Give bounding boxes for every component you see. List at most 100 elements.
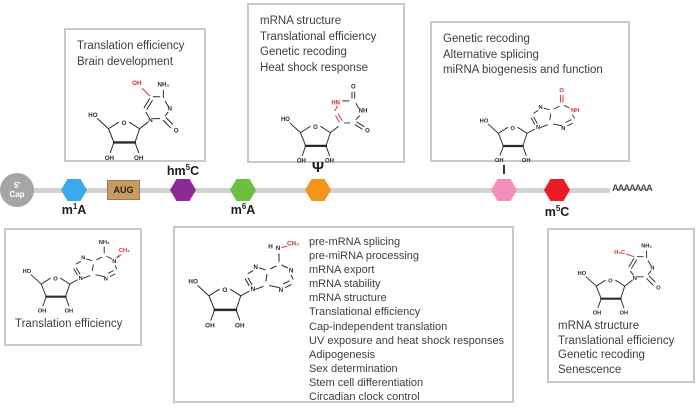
function-item: Alternative splicing bbox=[443, 48, 539, 61]
svg-text:HO: HO bbox=[188, 279, 198, 286]
svg-text:OH: OH bbox=[495, 158, 504, 164]
svg-text:OH: OH bbox=[205, 323, 215, 330]
svg-text:O: O bbox=[122, 120, 127, 127]
marker-hm5c-hexagon bbox=[170, 179, 196, 201]
label-hm5c: hm5C bbox=[166, 163, 200, 179]
function-item: mRNA structure bbox=[558, 320, 640, 332]
function-item: mRNA structure bbox=[309, 292, 387, 305]
svg-text:O: O bbox=[510, 125, 515, 131]
svg-text:+: + bbox=[117, 254, 121, 260]
function-item: Senescence bbox=[558, 363, 622, 376]
svg-text:HO: HO bbox=[23, 269, 32, 275]
label-m5c: m5C bbox=[544, 204, 570, 220]
svg-text:N: N bbox=[253, 264, 258, 271]
svg-text:O: O bbox=[54, 277, 59, 283]
svg-text:NH: NH bbox=[571, 108, 579, 114]
svg-text:HO: HO bbox=[480, 118, 489, 124]
label-m6a: m6A bbox=[230, 202, 256, 218]
svg-text:H: H bbox=[268, 243, 273, 250]
marker-m6a-hexagon bbox=[230, 179, 256, 201]
function-item: pre-mRNA splicing bbox=[309, 236, 401, 248]
svg-text:OH: OH bbox=[522, 158, 531, 164]
svg-text:HO: HO bbox=[281, 117, 290, 123]
svg-text:O: O bbox=[174, 127, 179, 134]
marker-inosine-hexagon bbox=[491, 179, 517, 201]
svg-text:N: N bbox=[104, 277, 108, 283]
function-item: Translational efficiency bbox=[309, 306, 421, 319]
start-codon-aug: AUG bbox=[107, 180, 140, 200]
svg-text:CH₃: CH₃ bbox=[119, 248, 129, 254]
poly-a-tail: AAAAAAA bbox=[612, 183, 653, 194]
svg-text:OH: OH bbox=[105, 155, 115, 162]
svg-text:NH: NH bbox=[359, 108, 368, 114]
function-item: Heat shock response bbox=[260, 61, 369, 74]
svg-text:HO: HO bbox=[88, 112, 97, 119]
svg-text:OH: OH bbox=[38, 309, 47, 315]
function-item: Translational efficiency bbox=[260, 30, 377, 43]
function-item: pre-miRNA processing bbox=[309, 250, 420, 263]
svg-text:N: N bbox=[276, 245, 281, 252]
function-item: Genetic recoding bbox=[260, 46, 347, 58]
function-item: Circadian clock control bbox=[309, 391, 420, 404]
svg-text:N: N bbox=[251, 286, 256, 293]
svg-text:H₃C: H₃C bbox=[615, 250, 626, 256]
function-item: Cap-independent translation bbox=[309, 320, 448, 333]
svg-text:N: N bbox=[79, 276, 83, 282]
svg-text:OH: OH bbox=[235, 323, 245, 330]
function-item: Genetic recoding bbox=[558, 349, 645, 361]
function-item: mRNA export bbox=[309, 264, 375, 277]
svg-text:O: O bbox=[657, 285, 662, 291]
svg-text:N: N bbox=[289, 268, 294, 275]
svg-text:N: N bbox=[651, 265, 655, 271]
label-m1a: m1A bbox=[61, 202, 87, 218]
function-item: Translation efficiency bbox=[77, 40, 185, 52]
function-item: mRNA stability bbox=[309, 278, 381, 291]
svg-text:HO: HO bbox=[578, 271, 587, 277]
svg-text:O: O bbox=[559, 87, 564, 93]
svg-text:N: N bbox=[633, 276, 637, 282]
marker-m1a-hexagon bbox=[61, 179, 87, 201]
label-psi: Ψ bbox=[311, 159, 325, 176]
svg-text:OH: OH bbox=[593, 311, 602, 317]
five-prime-cap: 5' Cap bbox=[0, 173, 34, 207]
svg-text:N: N bbox=[81, 256, 85, 262]
svg-text:CH₃: CH₃ bbox=[287, 240, 299, 247]
svg-text:OH: OH bbox=[325, 159, 334, 165]
svg-text:NH₂: NH₂ bbox=[99, 240, 110, 246]
svg-text:O: O bbox=[365, 129, 370, 135]
function-item: Genetic recoding bbox=[443, 33, 530, 45]
function-item: Brain development bbox=[77, 55, 173, 68]
svg-text:OH: OH bbox=[620, 311, 629, 317]
svg-text:N: N bbox=[148, 117, 153, 124]
svg-text:N: N bbox=[113, 259, 117, 265]
marker-m5c-hexagon bbox=[544, 179, 570, 201]
cap-label-cap: Cap bbox=[9, 190, 25, 199]
cap-label-5prime: 5' bbox=[13, 181, 21, 190]
function-item: miRNA biogenesis and function bbox=[443, 64, 603, 76]
svg-text:NH₂: NH₂ bbox=[157, 82, 169, 89]
svg-text:N: N bbox=[536, 125, 540, 131]
marker-psi-hexagon bbox=[305, 179, 331, 201]
svg-text:N: N bbox=[279, 287, 284, 294]
svg-text:N: N bbox=[168, 105, 173, 112]
function-item: Adipogenesis bbox=[309, 348, 376, 361]
function-item: Translation efficiency bbox=[15, 318, 123, 330]
function-item: Sex determination bbox=[309, 362, 398, 375]
svg-text:O: O bbox=[222, 287, 227, 294]
svg-text:HN: HN bbox=[331, 100, 340, 106]
function-item: UV exposure and heat shock responses bbox=[309, 334, 505, 347]
